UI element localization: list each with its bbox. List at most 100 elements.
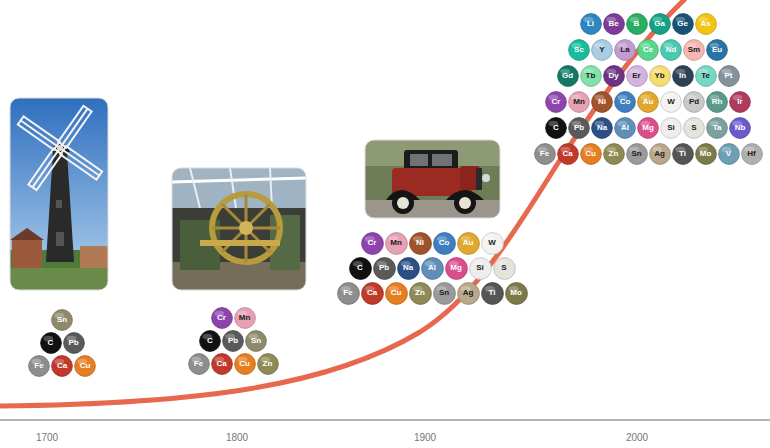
element-circle: Sn [245,330,267,352]
element-symbol: Rh [712,98,723,106]
vintage-car-photo [365,140,500,218]
element-symbol: S [501,264,506,272]
element-symbol: Ni [598,98,606,106]
element-symbol: As [700,20,710,28]
element-symbol: Te [701,72,710,80]
element-symbol: Na [597,124,607,132]
element-symbol: Ag [654,150,665,158]
element-symbol: Mo [700,150,712,158]
element-circle: Mn [568,91,590,113]
element-symbol: Au [463,239,474,247]
element-circle: Y [591,39,613,61]
element-circle: In [672,65,694,87]
element-circle: Co [433,232,456,255]
steam-engine-photo [172,168,306,290]
element-symbol: Eu [712,46,722,54]
element-symbol: Co [620,98,631,106]
element-symbol: Ce [643,46,653,54]
element-symbol: Nb [735,124,746,132]
element-symbol: Pb [379,264,389,272]
element-symbol: Al [428,264,436,272]
element-symbol: Fe [343,289,352,297]
element-symbol: Na [403,264,413,272]
element-symbol: Mg [450,264,462,272]
element-circle: Al [421,257,444,280]
element-symbol: Ti [489,289,496,297]
element-symbol: Ca [216,360,226,368]
element-symbol: C [48,339,54,347]
element-circle: Ge [672,13,694,35]
element-symbol: Mn [573,98,585,106]
element-circle: Yb [649,65,671,87]
element-symbol: Ga [654,20,665,28]
element-circle: Be [603,13,625,35]
element-symbol: C [357,264,363,272]
element-circle: Pb [63,332,85,354]
element-circle: Nb [729,117,751,139]
element-symbol: Li [587,20,594,28]
element-symbol: Er [632,72,640,80]
element-circle: C [545,117,567,139]
element-symbol: Dy [608,72,618,80]
element-circle: Pd [683,91,705,113]
element-circle: Ca [557,143,579,165]
element-symbol: B [634,20,640,28]
element-symbol: Gd [562,72,573,80]
element-circle: Rh [706,91,728,113]
element-circle: Cr [545,91,567,113]
element-symbol: Cu [585,150,596,158]
element-circle: Ni [591,91,613,113]
element-circle: Fe [534,143,556,165]
element-circle: Cu [580,143,602,165]
element-circle: Sn [433,282,456,305]
element-circle: Nd [660,39,682,61]
element-symbol: Sn [251,337,261,345]
element-symbol: Sn [57,316,67,324]
element-circle: Cr [211,307,233,329]
element-symbol: Cr [217,314,226,322]
element-circle: Au [457,232,480,255]
element-circle: Ce [637,39,659,61]
element-circle: Mg [637,117,659,139]
element-circle: Ga [649,13,671,35]
element-circle: Cu [234,353,256,375]
element-symbol: Cu [391,289,402,297]
element-symbol: Sc [574,46,584,54]
element-symbol: Mg [642,124,654,132]
element-circle: Pb [568,117,590,139]
element-circle: La [614,39,636,61]
element-circle: Cr [361,232,384,255]
element-symbol: Pb [574,124,584,132]
element-circle: Fe [28,355,50,377]
element-symbol: Pd [689,98,699,106]
element-circle: Zn [409,282,432,305]
element-symbol: Fe [194,360,203,368]
element-circle: Ag [649,143,671,165]
element-circle: C [40,332,62,354]
element-circle: Sn [51,309,73,331]
element-symbol: W [667,98,675,106]
element-circle: Si [660,117,682,139]
element-symbol: Ta [713,124,722,132]
element-symbol: Sn [631,150,641,158]
element-circle: Ca [361,282,384,305]
element-symbol: C [207,337,213,345]
element-circle: Li [580,13,602,35]
element-symbol: Ti [679,150,686,158]
element-circle: Ta [706,117,728,139]
element-symbol: Pb [68,339,78,347]
element-circle: Mn [385,232,408,255]
element-symbol: Co [439,239,450,247]
element-symbol: Ca [367,289,377,297]
element-symbol: Cu [239,360,250,368]
element-circle: Sm [683,39,705,61]
element-circle: Pb [373,257,396,280]
element-circle: Pb [222,330,244,352]
element-circle: S [493,257,516,280]
element-symbol: Zn [263,360,273,368]
element-symbol: Si [476,264,484,272]
element-circle: Ti [672,143,694,165]
element-circle: Eu [706,39,728,61]
element-symbol: Mo [510,289,522,297]
element-circle: W [660,91,682,113]
